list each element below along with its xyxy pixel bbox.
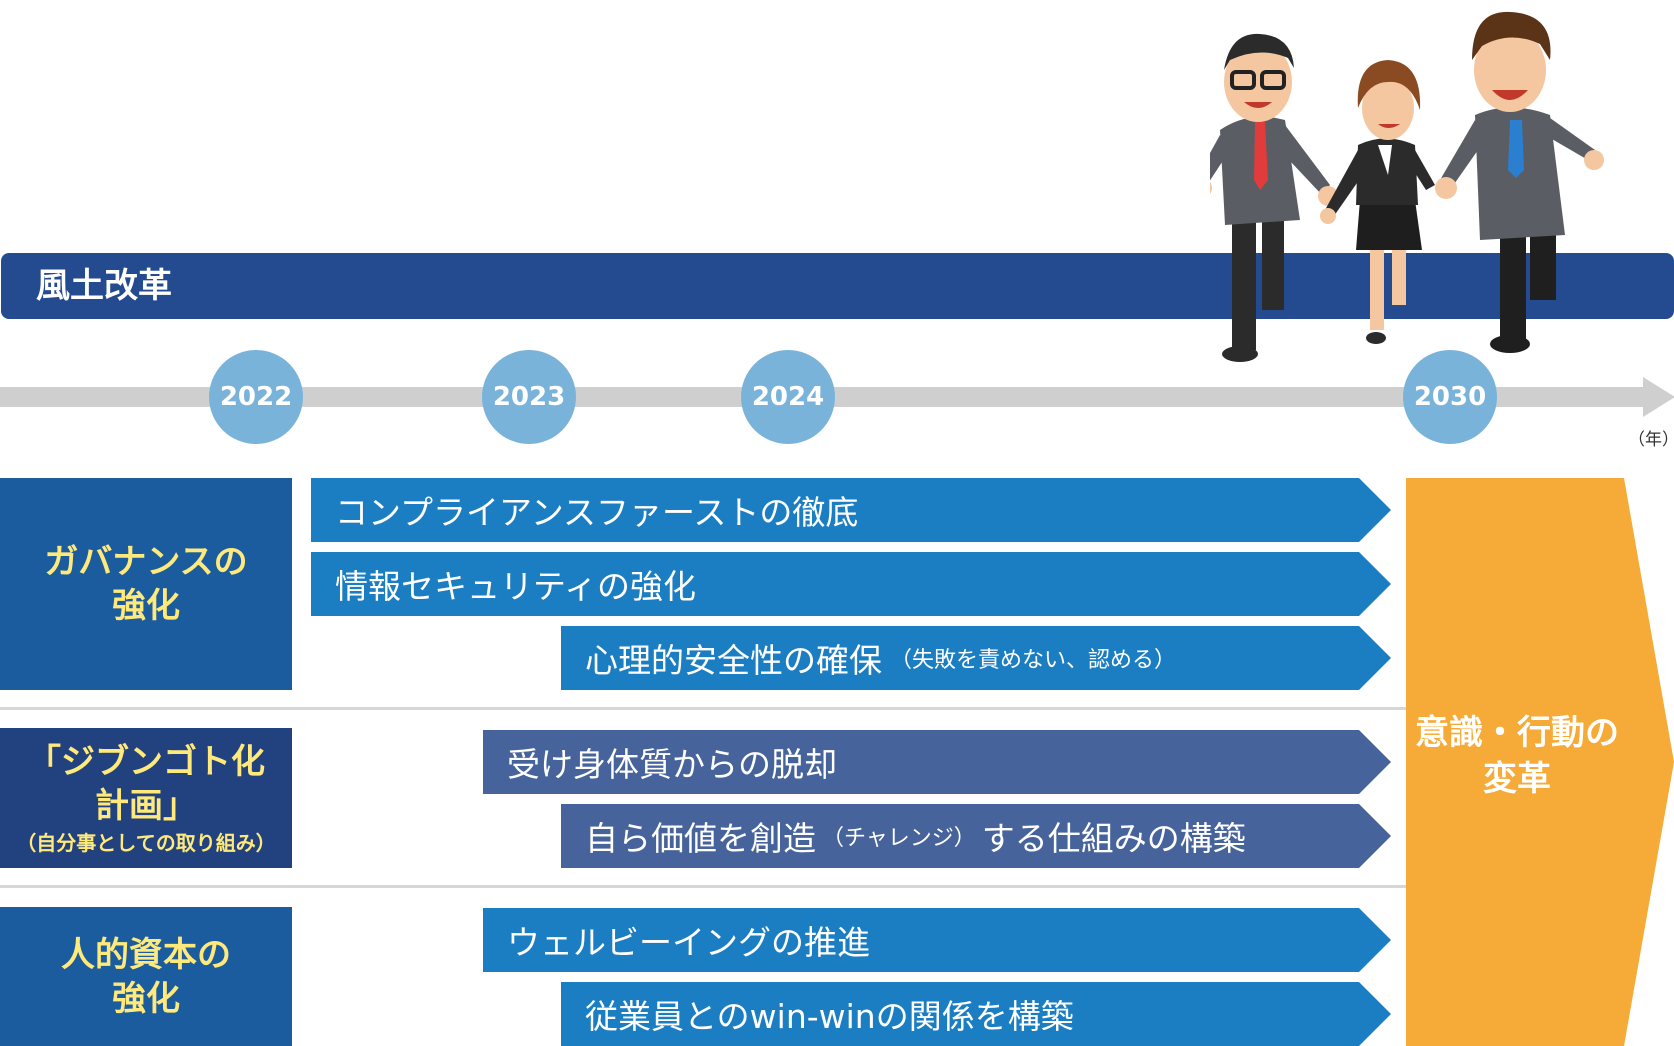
businesswoman-figure [1320,60,1435,344]
year-marker-2024: 2024 [741,350,835,444]
year-unit-label: （年） [1628,430,1674,450]
initiative-compliance-first-arrow: コンプライアンスファーストの徹底 [311,478,1391,542]
category-subtitle: （自分事としての取り組み） [16,831,276,855]
category-title-line: 強化 [112,978,180,1019]
initiative-label: 心理的安全性の確保 [585,641,882,680]
banner-label: 風土改革 [36,266,172,306]
initiative-break-passive-arrow: 受け身体質からの脱却 [483,730,1391,794]
running-business-people-illustration [1210,11,1604,362]
initiative-label: 受け身体質からの脱却 [507,745,837,784]
man-with-glasses-figure [1210,33,1338,362]
initiative-label: 従業員とのwin-winの関係を構築 [585,997,1074,1036]
category-title-line: ガバナンスの [44,542,248,582]
initiative-label: 情報セキュリティの強化 [335,567,697,606]
initiative-wellbeing-arrow: ウェルビーイングの推進 [483,908,1391,972]
category-title-line: 人的資本の [61,934,231,975]
initiative-note: （チャレンジ） [822,826,976,851]
year-marker-2022: 2022 [209,350,303,444]
year-marker-2030: 2030 [1403,350,1497,444]
category-title-line: 計画」 [95,786,197,826]
initiative-psychological-safety-arrow: 心理的安全性の確保 （失敗を責めない、認める） [561,626,1391,690]
initiative-label: コンプライアンスファーストの徹底 [335,493,859,532]
initiative-infosec-arrow: 情報セキュリティの強化 [311,552,1391,616]
initiative-label-part2: する仕組みの構築 [981,819,1246,858]
goal-chevron [1406,478,1674,1046]
year-marker-2023: 2023 [482,350,576,444]
initiative-label-part1: 自ら価値を創造 [585,819,816,858]
goal-label: 意識・行動の 変革 [1406,710,1628,802]
goal-label-line: 変革 [1483,759,1551,799]
section-divider [0,885,1406,888]
section-divider [0,707,1406,710]
businessman-figure [1435,11,1604,353]
initiative-note: （失敗を責めない、認める） [890,648,1177,673]
category-title-line: 「ジブンゴト化 [27,742,265,782]
initiative-create-value-arrow: 自ら価値を創造 （チャレンジ） する仕組みの構築 [561,804,1391,868]
category-governance: ガバナンスの 強化 [0,478,292,690]
timeline-arrowhead [1643,377,1674,417]
initiative-label: ウェルビーイングの推進 [507,923,870,962]
category-title-line: 強化 [112,586,180,626]
goal-label-line: 意識・行動の [1415,713,1619,753]
category-human-capital: 人的資本の 強化 [0,907,292,1046]
initiative-win-win-arrow: 従業員とのwin-winの関係を構築 [561,982,1391,1046]
category-jibungoto-plan: 「ジブンゴト化 計画」 （自分事としての取り組み） [0,728,292,868]
